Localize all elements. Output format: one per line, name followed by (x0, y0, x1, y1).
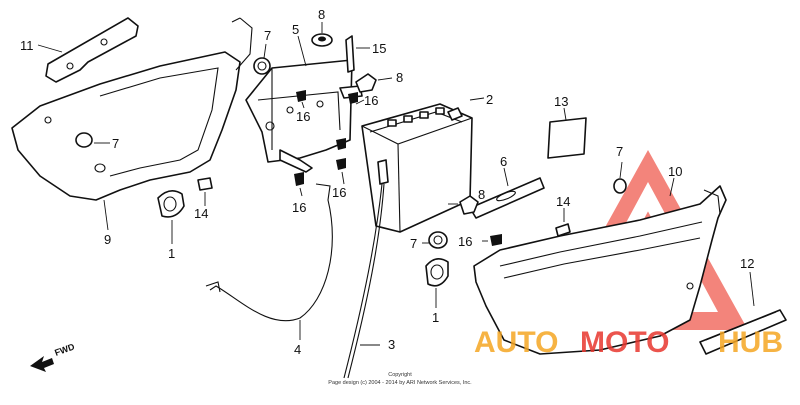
callout-14b: 14 (556, 194, 570, 209)
grommet-part-1-right (425, 258, 449, 308)
callout-8b: 8 (396, 70, 403, 85)
callout-1b: 1 (432, 310, 439, 325)
left-side-cover-part-9 (11, 17, 253, 231)
callout-7a: 7 (264, 28, 271, 43)
callout-1a: 1 (168, 246, 175, 261)
callout-labels: 11 7 5 8 15 8 16 16 16 2 13 7 16 7 6 7 1… (20, 7, 754, 357)
callout-14a: 14 (194, 206, 208, 221)
grommet-part-7-center (422, 231, 448, 249)
bolt-part-16-b (348, 92, 365, 105)
callout-3: 3 (388, 337, 395, 352)
label-part-13 (547, 107, 587, 159)
bracket-part-6 (469, 167, 545, 219)
bolt-part-15 (345, 35, 370, 73)
nut-part-8-mid (355, 73, 393, 93)
battery-bracket-part-5 (245, 35, 363, 173)
callout-7c: 7 (616, 144, 623, 159)
cable-part-3 (343, 159, 389, 379)
callout-16a: 16 (296, 109, 310, 124)
forward-direction-arrow-icon: FWD (30, 341, 76, 372)
copyright-line-1: Copyright (388, 372, 412, 378)
callout-7b: 7 (112, 136, 119, 151)
callout-7d: 7 (410, 236, 417, 251)
callout-15: 15 (372, 41, 386, 56)
bolt-part-16-d (294, 172, 304, 197)
callout-6: 6 (500, 154, 507, 169)
watermark-text-hub: HUB (718, 326, 783, 359)
callout-9: 9 (104, 232, 111, 247)
callout-4: 4 (294, 342, 301, 357)
bracket-part-11 (37, 17, 139, 83)
grommet-part-7-top (253, 43, 271, 75)
callout-2: 2 (486, 92, 493, 107)
callout-10: 10 (668, 164, 682, 179)
right-side-cover-part-10 (473, 161, 727, 355)
nut-part-8-lower (448, 195, 479, 215)
callout-12: 12 (740, 256, 754, 271)
callout-16d: 16 (292, 200, 306, 215)
nut-part-8-top (311, 22, 333, 47)
callout-11: 11 (20, 38, 34, 53)
bolt-part-16-c (336, 138, 346, 185)
callout-16c: 16 (332, 185, 346, 200)
callout-8a: 8 (318, 7, 325, 22)
callout-8c: 8 (478, 187, 485, 202)
fwd-label: FWD (53, 341, 76, 358)
watermark-logo: AUTO MOTO HUB (474, 326, 783, 359)
emblem-part-12 (699, 271, 787, 355)
watermark-text-auto: AUTO (474, 326, 558, 359)
callout-5: 5 (292, 22, 299, 37)
copyright-line-2: Page design (c) 2004 - 2014 by ARI Netwo… (328, 380, 472, 386)
cable-part-4 (205, 183, 333, 340)
bolt-part-16-a (296, 90, 306, 109)
callout-13: 13 (554, 94, 568, 109)
callout-16e: 16 (458, 234, 472, 249)
callout-16b: 16 (364, 93, 378, 108)
cap-part-14-left (197, 177, 213, 206)
grommet-part-1-left (157, 190, 185, 244)
bolt-part-16-e (482, 234, 502, 246)
cap-part-14-right (555, 208, 571, 237)
watermark-text-moto: MOTO (580, 326, 669, 359)
